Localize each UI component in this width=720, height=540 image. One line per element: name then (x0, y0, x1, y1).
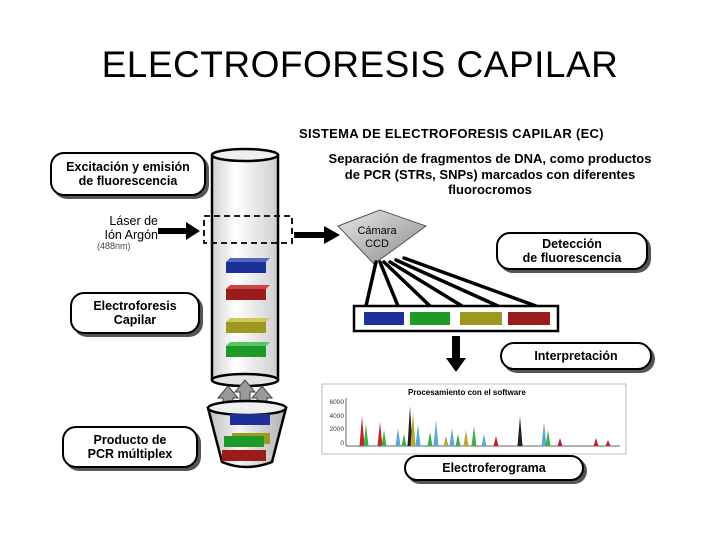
band-blue (226, 262, 266, 273)
electropherogram-peak (359, 416, 365, 446)
cup-band-green (224, 436, 264, 447)
electropherogram-peak (593, 438, 599, 446)
electropherogram-peak (443, 436, 449, 446)
strip-green (410, 312, 450, 325)
electropherogram-peak (427, 432, 433, 446)
electropherogram-peak (401, 434, 407, 446)
interpretation-label: Interpretación (500, 342, 652, 370)
y-tick: 4000 (329, 412, 344, 420)
electropherogram-peak (363, 424, 369, 446)
electropherogram-peak (605, 440, 611, 446)
y-tick: 6000 (329, 399, 344, 406)
slide-title: ELECTROFORESIS CAPILAR (101, 44, 619, 85)
strip-olive (460, 312, 502, 325)
band-red (226, 289, 266, 300)
capillary-bands (226, 258, 270, 357)
band-green (226, 346, 266, 357)
band-olive (226, 322, 266, 333)
strip-blue (364, 312, 404, 325)
y-tick-labels: 6000 4000 2000 0 (326, 396, 344, 450)
detection-label: Detección de fluorescencia (496, 232, 648, 270)
cup-band-red (222, 450, 266, 461)
excitation-label: Excitación y emisión de fluorescencia (50, 152, 206, 196)
ccd-camera (337, 209, 428, 265)
electropherogram-peak (471, 426, 477, 446)
laser-label: Láser de Ión Argón (104, 214, 158, 243)
electropherogram-peak (377, 422, 383, 446)
electropherogram-peak (463, 430, 469, 446)
detection-rays (364, 256, 538, 308)
camera-label: Cámara CCD (357, 225, 397, 250)
laser-arrow (158, 222, 200, 240)
color-strip (352, 304, 560, 333)
electropherogram-peak (415, 424, 421, 446)
y-tick: 0 (340, 439, 344, 447)
strip-red (508, 312, 550, 325)
system-heading: SISTEMA DE ELECTROFORESIS CAPILAR (EC) (299, 126, 604, 141)
system-description: Separación de fragmentos de DNA, como pr… (328, 151, 652, 198)
electrophoresis-label: Electroforesis Capilar (70, 292, 200, 334)
electropherogram-peak (557, 438, 563, 446)
software-caption: Procesamiento con el software (408, 388, 526, 397)
electropherogram-peak (517, 416, 523, 446)
electropherogram-peak (493, 436, 499, 446)
electropherogram-peak (381, 430, 387, 446)
electropherogram-peak (449, 428, 455, 446)
camera-arrow (294, 226, 340, 244)
cup-band-blue (230, 414, 270, 425)
pcr-product-label: Producto de PCR múltiplex (62, 426, 198, 468)
pcr-cup (206, 399, 288, 469)
electropherogram-peak (481, 434, 487, 446)
electropherogram-peaks (359, 406, 611, 446)
down-arrow (446, 336, 466, 372)
electropherogram-peak (455, 434, 461, 446)
y-tick: 2000 (329, 426, 344, 433)
electropherogram-peak (395, 428, 401, 446)
electropherogram-peak (541, 422, 547, 446)
laser-wavelength: (488nm) (97, 241, 131, 251)
electropherogram-peak (410, 412, 416, 446)
electropherogram-label: Electroferograma (404, 455, 584, 481)
electropherogram-peak (545, 430, 551, 446)
electropherogram-peak (433, 420, 439, 446)
detection-window (203, 215, 293, 244)
